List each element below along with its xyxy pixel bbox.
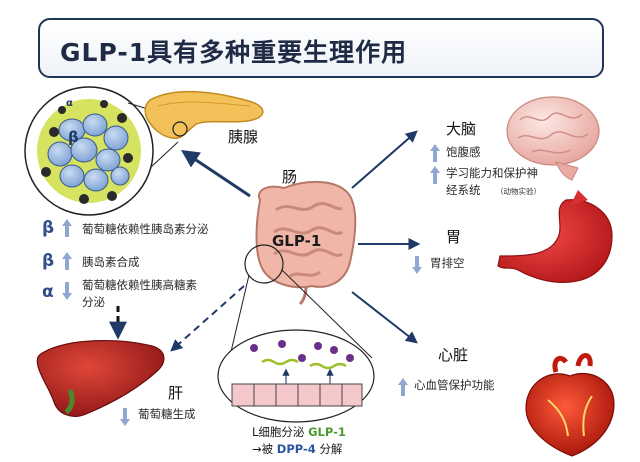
liver-illustration (36, 340, 165, 417)
islet-beta-label: β (68, 128, 79, 146)
pancreas-label: 胰腺 (228, 128, 259, 146)
secretion-line-1: L细胞分泌 GLP-1 (252, 424, 346, 440)
up-arrow-icon (430, 166, 440, 184)
lcell-row (231, 383, 363, 407)
magnifier-connector-left (229, 274, 250, 357)
up-arrow-icon (430, 144, 440, 162)
intestine-label: 肠 (282, 168, 298, 186)
arrow-to-liver (170, 285, 245, 352)
arrow-to-heart (351, 291, 418, 344)
islet-alpha-label: α (66, 98, 73, 109)
brain-effect-text-cont: 经系统 (446, 183, 481, 197)
arrow-to-brain (351, 130, 418, 189)
liver-label: 肝 (168, 384, 184, 402)
stomach-effect-text: 胃排空 (430, 256, 465, 270)
pancreas-effect-text: 葡萄糖依赖性胰高糖素 (82, 278, 197, 292)
heart-label: 心脏 (438, 346, 469, 364)
down-arrow-icon (412, 256, 422, 274)
arrow-to-pancreas (181, 150, 251, 198)
brain-illustration (506, 96, 600, 181)
magnifier-spot (244, 244, 284, 284)
down-arrow-icon (120, 408, 130, 426)
pancreas-effect-text-cont: 分泌 (82, 295, 105, 309)
intestine-illustration (255, 180, 357, 306)
heart-illustration (525, 353, 615, 457)
brain-label: 大脑 (446, 120, 477, 138)
brain-effect-text: 学习能力和保护神 (446, 166, 538, 180)
pancreas-effect-text: 胰岛素合成 (82, 255, 140, 269)
glp1-molecules (250, 340, 354, 384)
stomach-label: 胃 (446, 228, 462, 246)
inset-connector-bottom (149, 141, 179, 169)
secretion-suffix: 分解 (319, 442, 343, 456)
down-arrow-icon (62, 282, 72, 300)
islet-inset (24, 86, 154, 216)
magnifier-connector-right (281, 269, 373, 359)
stomach-illustration (497, 190, 613, 283)
up-arrow-icon (398, 378, 408, 396)
up-arrow-icon (62, 252, 72, 270)
heart-effect-text: 心血管保护功能 (414, 378, 495, 392)
page-title: GLP-1具有多种重要生理作用 (60, 38, 408, 67)
beta-symbol: β (42, 251, 55, 271)
secretion-prefix-2: →被 (252, 442, 274, 456)
beta-symbol: β (42, 218, 55, 238)
pancreas-illustration (144, 90, 264, 140)
secretion-line-2: →被 DPP-4 分解 (252, 441, 342, 457)
brain-effect-note: （动物实验） (496, 187, 541, 196)
islet-cells (37, 99, 141, 204)
brain-effect-text: 饱腹感 (446, 145, 481, 159)
title-box: GLP-1具有多种重要生理作用 (38, 18, 604, 78)
secretion-glp1: GLP-1 (308, 425, 346, 439)
up-arrow-icon (62, 219, 72, 237)
secretion-prefix: L细胞分泌 (252, 425, 305, 439)
lcell-inset (217, 329, 375, 423)
alpha-symbol: α (42, 282, 54, 302)
pancreas-effect-text: 葡萄糖依赖性胰岛素分泌 (82, 222, 209, 236)
secretion-dpp4: DPP-4 (276, 442, 316, 456)
liver-effect-text: 葡萄糖生成 (138, 407, 196, 421)
glp1-center-label: GLP-1 (272, 232, 322, 250)
